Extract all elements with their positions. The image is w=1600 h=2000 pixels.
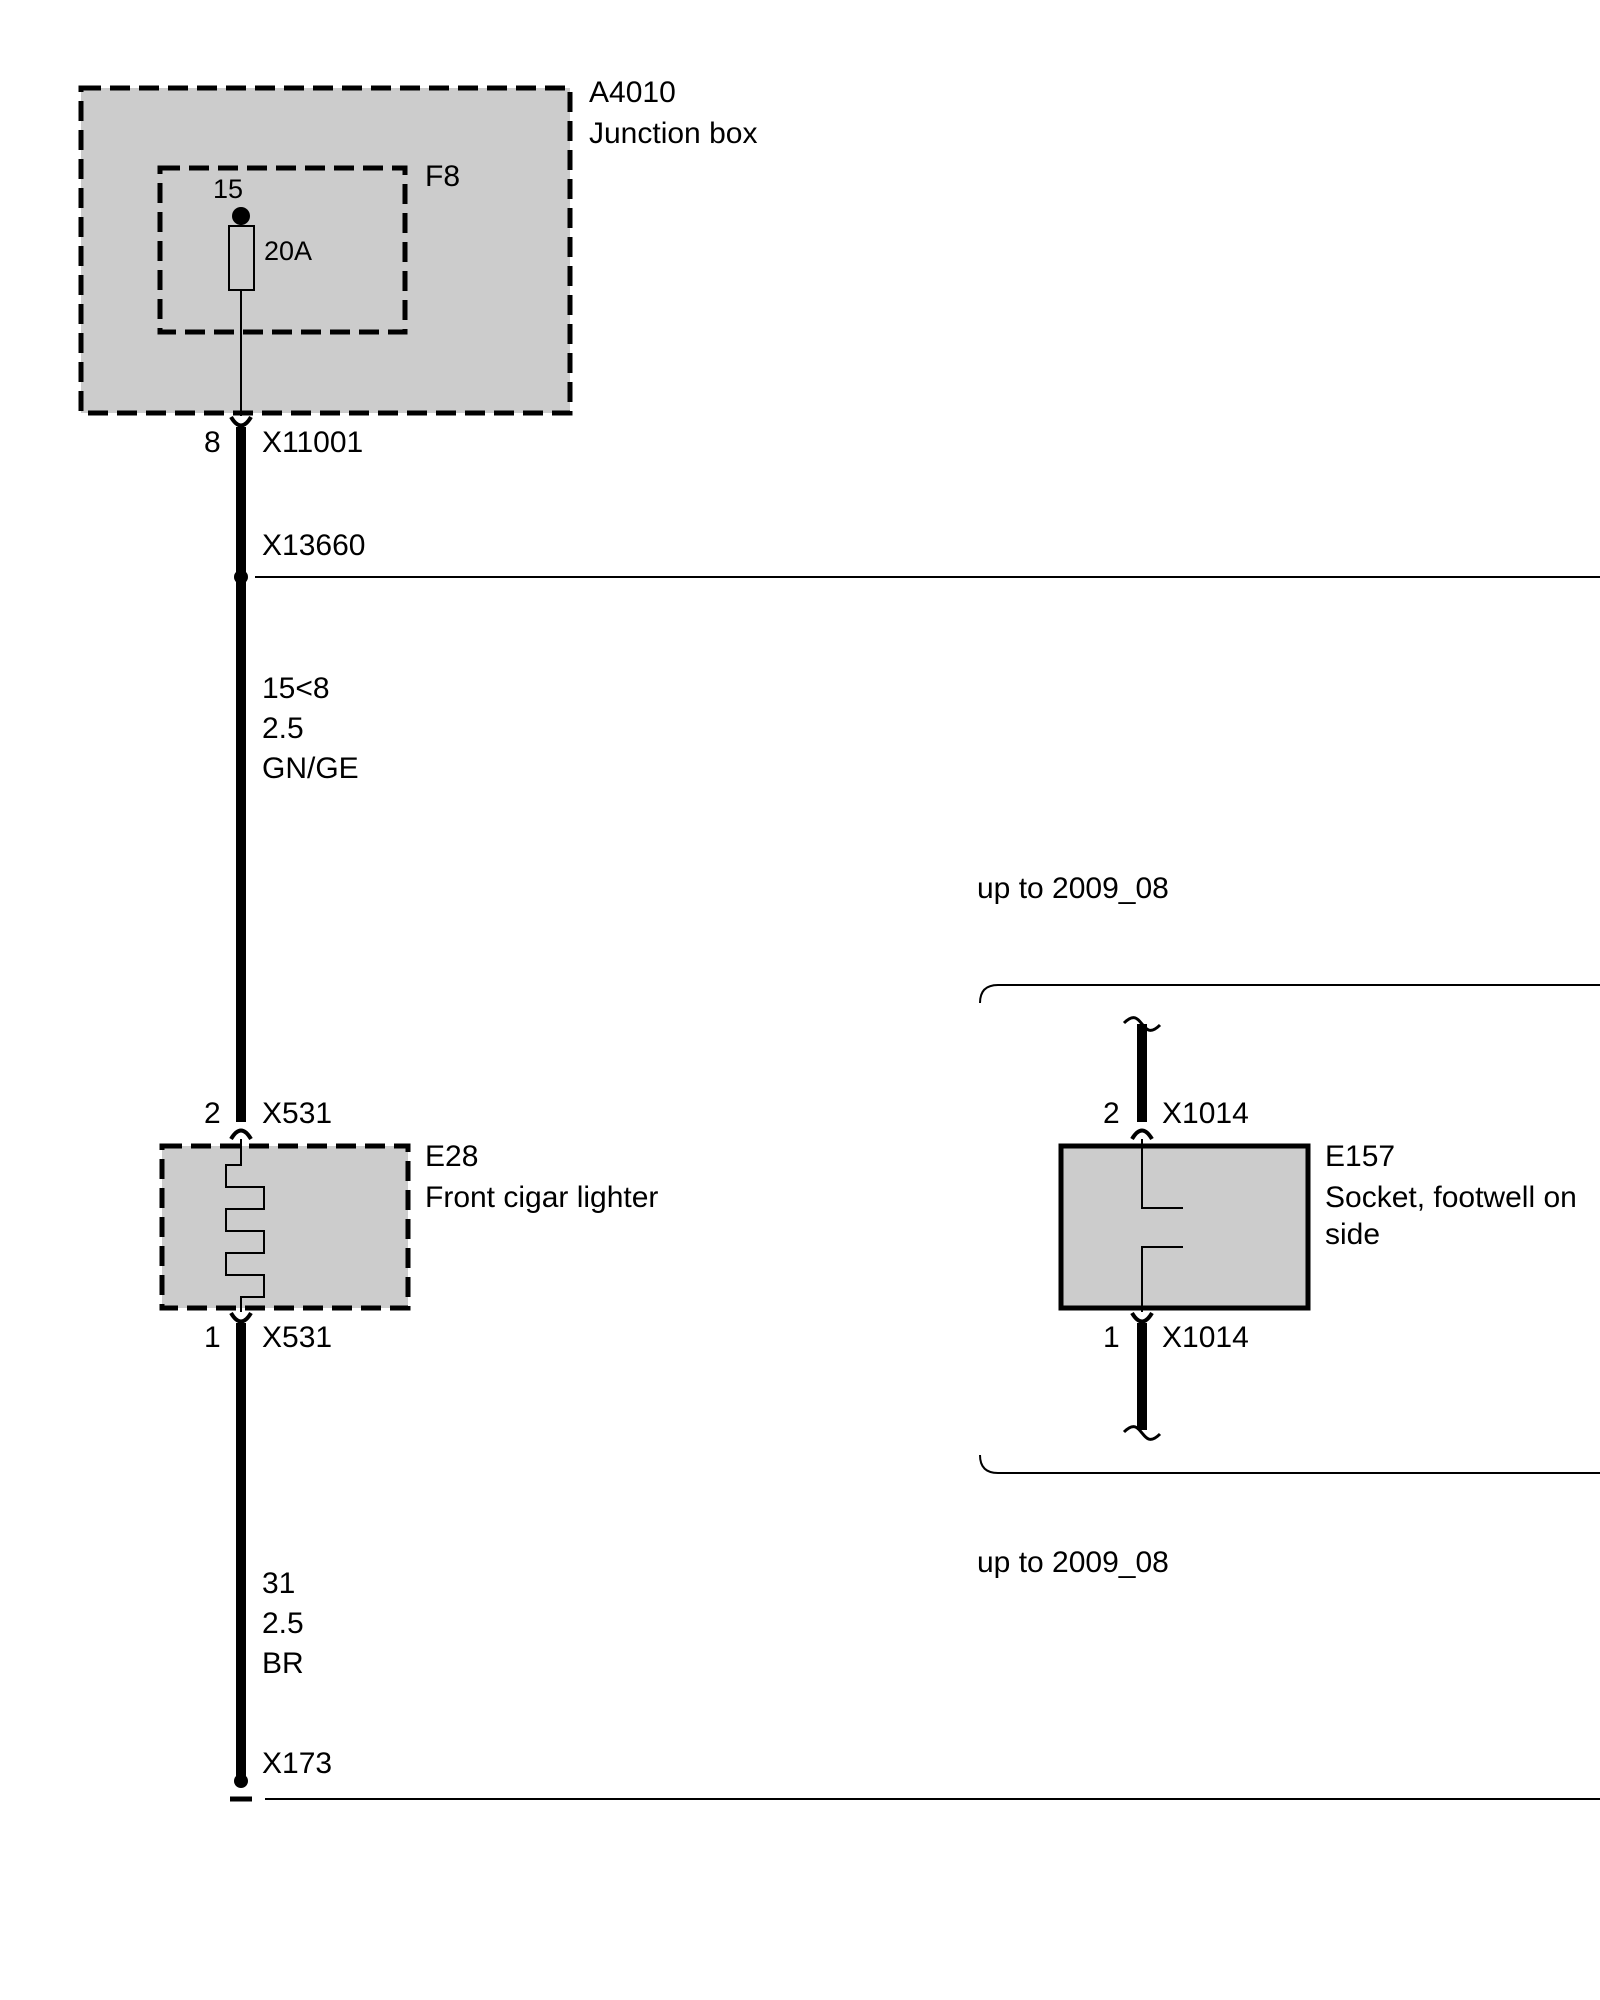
wire-upper-size: 2.5 — [262, 712, 304, 745]
connector-x1014-top-pin: 2 — [1103, 1097, 1120, 1130]
variant-label-top: up to 2009_08 — [977, 872, 1169, 905]
fuse-terminal-label: 15 — [213, 174, 243, 204]
connector-x1014-bottom-pin: 1 — [1103, 1321, 1120, 1354]
socket-name-line1: Socket, footwell on — [1325, 1181, 1577, 1214]
cigar-lighter-outline — [159, 1143, 411, 1311]
wire-lower-color: BR — [262, 1647, 304, 1680]
connector-x531-bottom-pin: 1 — [204, 1321, 221, 1354]
connector-x11001-pin: 8 — [204, 426, 221, 459]
variant-bracket-top — [979, 984, 1600, 1004]
variant-label-bottom: up to 2009_08 — [977, 1546, 1169, 1579]
ground-x173-dot — [234, 1774, 248, 1788]
connector-x531-bottom-symbol — [229, 1311, 253, 1324]
ground-x173-id: X173 — [262, 1747, 332, 1780]
socket-contact-upper-icon — [1141, 1139, 1183, 1209]
cigar-lighter-id: E28 — [425, 1140, 478, 1173]
socket-name-line2: side — [1325, 1218, 1380, 1251]
cigar-lighter-name: Front cigar lighter — [425, 1181, 658, 1214]
splice-x13660-id: X13660 — [262, 529, 365, 562]
socket-id: E157 — [1325, 1140, 1395, 1173]
variant-bracket-bottom — [979, 1454, 1600, 1474]
connector-x1014-bottom-symbol — [1130, 1311, 1154, 1324]
wire-break-lower-icon — [1122, 1425, 1162, 1441]
fuse-rating: 20A — [264, 236, 312, 266]
connector-x11001-id: X11001 — [262, 426, 363, 459]
wire-upper-color: GN/GE — [262, 752, 359, 785]
connector-x1014-bottom-id: X1014 — [1162, 1321, 1249, 1354]
connector-x531-bottom-id: X531 — [262, 1321, 332, 1354]
wire-lower-circuit: 31 — [262, 1567, 295, 1600]
wire-upper-circuit: 15<8 — [262, 672, 330, 705]
junction-box-name: Junction box — [589, 117, 757, 150]
connector-x1014-top-id: X1014 — [1162, 1097, 1249, 1130]
wire-lower-size: 2.5 — [262, 1607, 304, 1640]
socket-outline — [1058, 1143, 1311, 1311]
connector-x1014-top-symbol — [1130, 1128, 1154, 1141]
connector-x531-top-symbol — [229, 1128, 253, 1141]
heating-element-icon — [225, 1139, 265, 1312]
connector-x11001-symbol — [229, 415, 253, 428]
junction-box-id: A4010 — [589, 76, 676, 109]
fuse-id: F8 — [425, 160, 460, 193]
socket-contact-lower-icon — [1141, 1246, 1183, 1312]
connector-x531-top-id: X531 — [262, 1097, 332, 1130]
connector-x531-top-pin: 2 — [204, 1097, 221, 1130]
wire-break-upper-icon — [1122, 1016, 1162, 1032]
fuse-f8-outline — [157, 165, 408, 335]
